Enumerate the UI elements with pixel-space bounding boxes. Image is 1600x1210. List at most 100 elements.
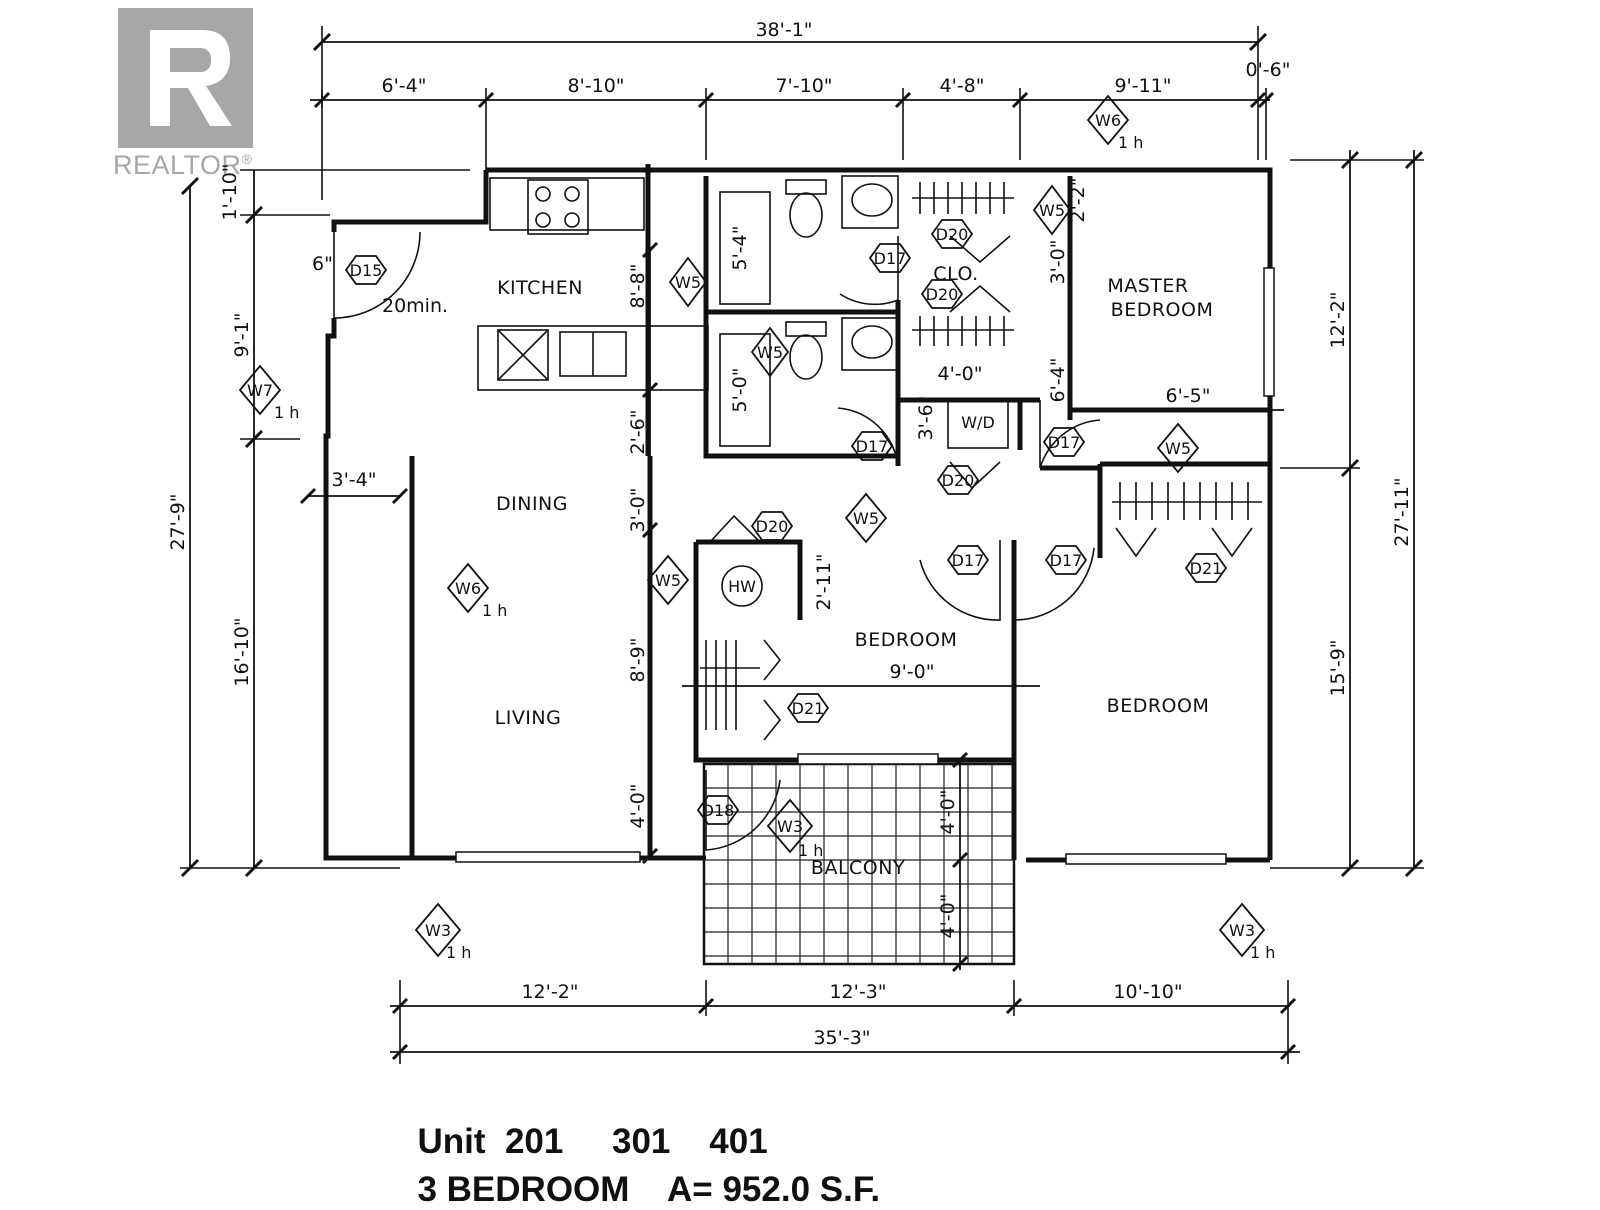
label-living: LIVING: [495, 707, 562, 729]
dim-bedroom-width: 9'-0": [890, 661, 935, 683]
window-tag-w5-kitchen: W5: [668, 256, 708, 308]
svg-text:D17: D17: [874, 249, 907, 268]
window-tag-w5-bedroom: W5: [844, 492, 888, 544]
dim-dining-gap: 3'-0": [627, 488, 649, 533]
window-tag-w5-master: W5: [1032, 184, 1072, 236]
door-tag-d17-bath-1: D17: [868, 243, 912, 273]
label-kitchen: KITCHEN: [497, 277, 583, 299]
svg-text:1 h: 1 h: [446, 943, 471, 962]
dim-hall-depth: 6'-4": [1047, 358, 1069, 403]
door-tag-d21-right: D21: [1184, 553, 1228, 583]
dim-right-seg-1: 12'-2": [1327, 291, 1349, 348]
dim-master-gap: 3'-0": [1047, 240, 1069, 285]
caption-unit-label: Unit: [417, 1122, 486, 1161]
dim-living-depth: 8'-9": [627, 638, 649, 683]
dishwasher: [497, 329, 549, 381]
dim-top-seg-2: 8'-10": [567, 75, 624, 97]
door-tag-d20-laundry: D20: [936, 465, 980, 495]
svg-text:D21: D21: [1190, 559, 1223, 578]
dim-left-seg-1: 1'-10": [219, 163, 241, 220]
svg-text:W3: W3: [777, 817, 803, 836]
svg-text:D18: D18: [702, 801, 735, 820]
dim-right-seg-2: 15'-9": [1327, 639, 1349, 696]
svg-text:1 h: 1 h: [482, 601, 507, 620]
dim-kitchen-depth: 8'-8": [627, 264, 649, 309]
dim-top-overall: 38'-1": [755, 19, 812, 41]
window-tag-w6-living: W6 1 h: [446, 562, 507, 620]
svg-text:W6: W6: [455, 579, 481, 598]
svg-text:D17: D17: [1050, 551, 1083, 570]
realtor-name: REALTOR: [113, 150, 242, 180]
realtor-r-logo: [118, 8, 253, 148]
label-bedroom-center: BEDROOM: [855, 629, 958, 651]
dim-left-overall: 27'-9": [167, 493, 189, 550]
dim-master-closet: 6'-5": [1166, 385, 1211, 407]
registered-mark: ®: [241, 151, 253, 167]
dim-top-seg-5: 9'-11": [1114, 75, 1171, 97]
closet-rods: [700, 182, 1262, 730]
caption-unit-201: 201: [504, 1122, 564, 1161]
dim-bottom-seg-2: 12'-3": [829, 981, 886, 1003]
dim-left-seg-4: 3'-4": [332, 469, 377, 491]
door-tag-d17-master: D17: [1042, 427, 1086, 457]
door-tag-d20-closet-1: D20: [930, 219, 974, 249]
dim-top-seg-6: 0'-6": [1246, 59, 1291, 81]
svg-text:D20: D20: [926, 285, 959, 304]
caption-unit-301: 301: [611, 1122, 671, 1161]
label-bedroom-right: BEDROOM: [1107, 695, 1210, 717]
door-tag-d20-hw: D20: [750, 511, 794, 541]
label-closet: CLO.: [933, 263, 978, 285]
dim-bottom-overall: 35'-3": [813, 1027, 870, 1049]
svg-text:W6: W6: [1095, 111, 1121, 130]
svg-text:1 h: 1 h: [798, 841, 823, 860]
dim-living-balcony: 4'-0": [627, 784, 649, 829]
right-dimension-lines: 27'-11" 12'-2" 15'-9": [1270, 150, 1424, 878]
svg-text:D21: D21: [792, 699, 825, 718]
kitchen-counters: [477, 177, 709, 391]
svg-text:W5: W5: [853, 509, 879, 528]
door-tags: D15 D17 D20 D20 D17 D20 D17 D20: [344, 219, 1228, 825]
label-master-line-2: BEDROOM: [1111, 299, 1214, 321]
laundry-closet: [947, 399, 1009, 449]
window-tag-w5-hall: W5: [1156, 422, 1200, 474]
room-labels: KITCHEN DINING LIVING MASTER BEDROOM BED…: [382, 263, 1213, 879]
bathtub-1: [719, 191, 771, 305]
label-water-heater: HW: [728, 577, 756, 596]
balcony-grid: [702, 762, 1016, 966]
svg-text:D17: D17: [1048, 433, 1081, 452]
bath-sink-1: [851, 183, 893, 217]
svg-text:1 h: 1 h: [1250, 943, 1275, 962]
dim-left-seg-5: 16'-10": [231, 617, 253, 686]
caption-summary: 3 BEDROOM A= 952.0 S.F.: [398, 1130, 880, 1210]
dim-left-seg-2: 6": [312, 253, 333, 275]
svg-text:W5: W5: [675, 273, 701, 292]
caption-unit-401: 401: [709, 1122, 768, 1161]
dim-bedroom-closet: 2'-11": [813, 553, 835, 610]
svg-text:D17: D17: [952, 551, 985, 570]
svg-text:W3: W3: [1229, 921, 1255, 940]
svg-text:W3: W3: [425, 921, 451, 940]
door-tag-d20-closet-2: D20: [920, 279, 964, 309]
toilet-1: [789, 192, 823, 238]
door-tag-d17-bedroom-right: D17: [1044, 545, 1088, 575]
dim-right-overall: 27'-11": [1391, 477, 1413, 546]
caption-area: A= 952.0 S.F.: [667, 1170, 881, 1209]
dim-top-seg-1: 6'-4": [382, 75, 427, 97]
dim-top-seg-3: 7'-10": [775, 75, 832, 97]
left-dimension-lines: 27'-9" 1'-10" 6" 9'-1" 3'-4" 16'-10": [167, 163, 470, 878]
bath-sink-2: [851, 325, 893, 359]
toilet-2: [789, 334, 823, 380]
caption-bedrooms: 3 BEDROOM: [417, 1170, 630, 1209]
door-tag-d21-center: D21: [786, 693, 830, 723]
bottom-dimension-lines: 12'-2" 12'-3" 10'-10" 35'-3": [390, 980, 1300, 1064]
dim-left-seg-3: 9'-1": [231, 313, 253, 358]
dim-tub-1: 5'-4": [729, 226, 751, 271]
window-tag-w6-top: W6 1 h: [1086, 94, 1143, 152]
label-balcony: BALCONY: [811, 857, 905, 879]
realtor-wordmark: REALTOR®: [113, 150, 252, 181]
door-tag-d17-bath-2: D17: [850, 431, 894, 461]
window-tag-w7: W7 1 h: [238, 364, 299, 422]
svg-text:W7: W7: [247, 381, 273, 400]
svg-text:D20: D20: [936, 225, 969, 244]
